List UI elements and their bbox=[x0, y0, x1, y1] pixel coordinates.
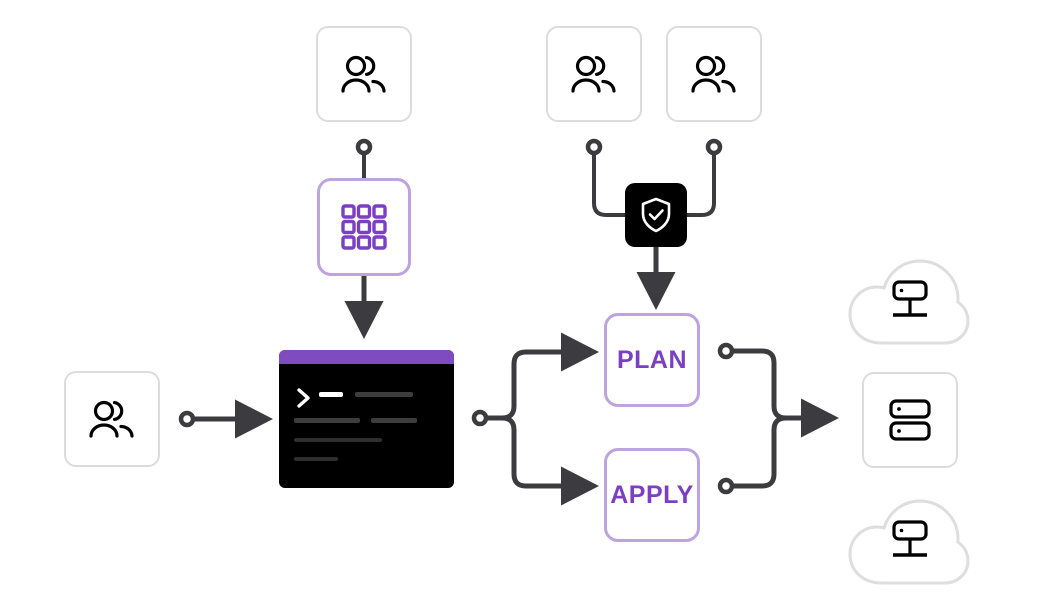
terminal-line bbox=[319, 392, 343, 397]
terminal-line bbox=[294, 457, 338, 461]
plan-label: PLAN bbox=[616, 345, 688, 374]
terminal-line bbox=[294, 438, 382, 442]
terminal-line bbox=[371, 418, 417, 423]
users-icon bbox=[571, 55, 616, 93]
node-target-cloud-top[interactable] bbox=[846, 254, 972, 348]
node-target-cloud-bottom[interactable] bbox=[846, 494, 972, 588]
users-icon bbox=[341, 55, 386, 93]
node-stage-apply[interactable]: APPLY bbox=[604, 448, 700, 542]
connector-users-to-modules bbox=[355, 138, 373, 178]
users-icon bbox=[89, 400, 134, 438]
terminal-body bbox=[279, 364, 454, 488]
users-icon bbox=[691, 55, 736, 93]
cloud-icon-slot bbox=[846, 254, 972, 348]
connector-users-to-policy-left bbox=[585, 138, 626, 217]
connector-stages-merge bbox=[717, 342, 839, 495]
node-terminal[interactable] bbox=[279, 350, 454, 488]
apply-label: APPLY bbox=[610, 480, 694, 509]
terminal-prompt-icon bbox=[297, 388, 310, 408]
node-target-datacenter[interactable] bbox=[862, 372, 958, 468]
terminal-line bbox=[294, 418, 360, 423]
node-modules-registry[interactable] bbox=[317, 178, 411, 276]
node-user-top-policy-a[interactable] bbox=[546, 26, 642, 122]
node-user-left[interactable] bbox=[64, 371, 160, 467]
node-stage-plan[interactable]: PLAN bbox=[604, 313, 700, 407]
cloud-icon-slot bbox=[846, 494, 972, 588]
connector-users-to-policy-right bbox=[686, 138, 723, 217]
connector-terminal-split bbox=[471, 332, 599, 506]
node-policy-guardrail[interactable] bbox=[625, 183, 687, 247]
connector-user-to-terminal bbox=[178, 399, 273, 439]
node-user-top-modules[interactable] bbox=[316, 26, 412, 122]
node-user-top-policy-b[interactable] bbox=[666, 26, 762, 122]
server-node-icon bbox=[892, 280, 928, 317]
grid-modules-icon bbox=[341, 204, 387, 250]
terminal-title-bar bbox=[279, 350, 454, 364]
terminal-line bbox=[355, 392, 413, 397]
shield-check-icon bbox=[641, 197, 671, 233]
server-node-icon bbox=[892, 520, 928, 557]
server-stack-icon bbox=[889, 399, 931, 441]
